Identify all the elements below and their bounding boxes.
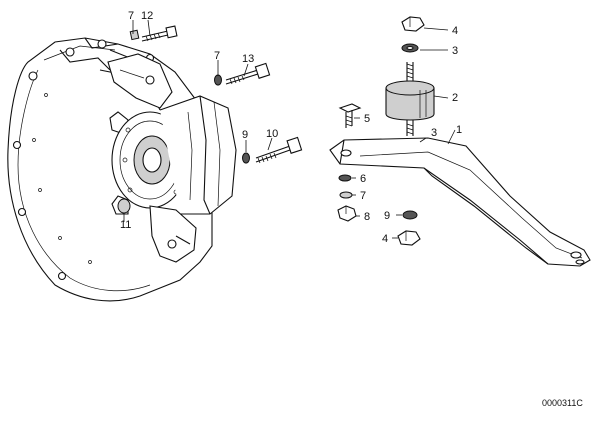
callout-labels: 7 12 7 13 9 10 11 4 3 2 5 3 1 6 7 8 9 4	[120, 10, 462, 245]
callout-4-bottom: 4	[382, 233, 388, 245]
callout-6: 6	[360, 173, 366, 185]
dowel-11	[117, 198, 131, 214]
callout-1: 1	[456, 124, 462, 136]
nut-8	[337, 205, 357, 222]
washer-7-right	[339, 191, 353, 199]
callout-7-right: 7	[360, 190, 366, 202]
washer-9-right	[402, 210, 418, 220]
bolt-10	[242, 136, 303, 164]
mount-lower-stud	[406, 120, 414, 136]
callout-7-mid: 7	[214, 50, 220, 62]
mount-stud	[406, 62, 414, 84]
drawing-number: 0000311C	[542, 398, 583, 408]
callout-7-top: 7	[128, 10, 134, 22]
callout-5: 5	[364, 113, 370, 125]
bracket-1	[329, 137, 591, 267]
washer-6	[338, 174, 352, 182]
callout-11: 11	[120, 219, 131, 231]
nut-4-top	[401, 16, 425, 32]
rubber-mount-2	[385, 80, 435, 121]
bell-housing	[7, 37, 237, 302]
callout-13: 13	[242, 53, 254, 65]
callout-12: 12	[141, 10, 153, 22]
callout-3-top: 3	[452, 45, 458, 57]
callout-10: 10	[266, 128, 278, 140]
callout-8: 8	[364, 211, 370, 223]
callout-3-mid: 3	[431, 127, 437, 139]
right-leaders	[352, 27, 456, 239]
left-leaders	[123, 19, 273, 222]
nut-4-bottom	[397, 230, 421, 246]
callout-2: 2	[452, 92, 458, 104]
callout-9-right: 9	[384, 210, 390, 222]
callout-4-top: 4	[452, 25, 458, 37]
bolt-12	[129, 25, 178, 42]
callout-9-left: 9	[242, 129, 248, 141]
washer-3-top	[401, 43, 419, 53]
bolt-5	[338, 103, 362, 128]
bolt-13	[214, 62, 271, 86]
